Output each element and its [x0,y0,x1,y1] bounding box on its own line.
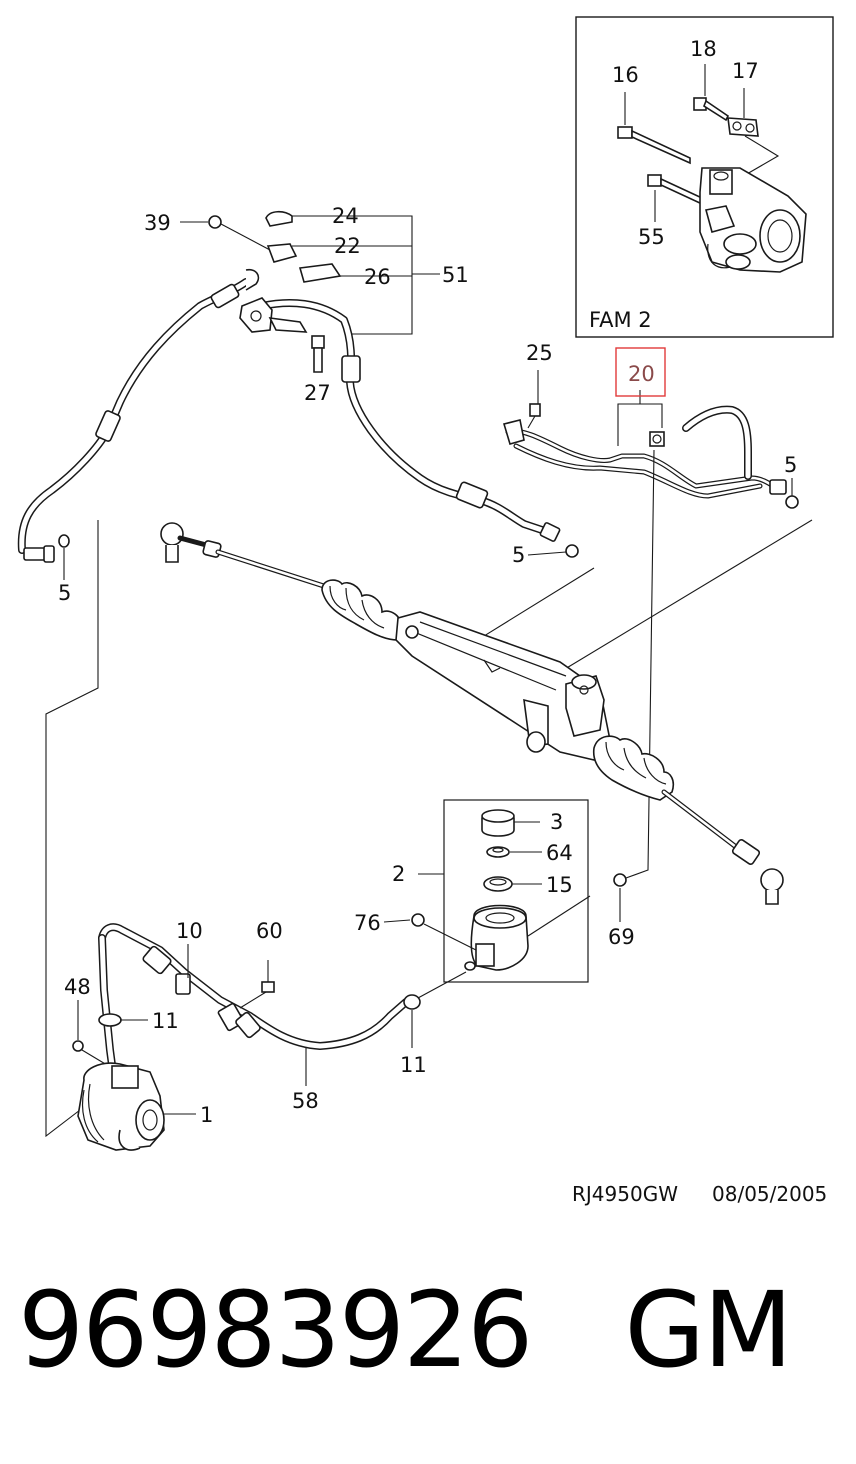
reference-date: 08/05/2005 [712,1182,827,1206]
callout-16: 16 [612,63,639,87]
inset-fam2: FAM 2 [575,16,834,338]
reservoir-group [411,799,627,999]
callout-39: 39 [144,211,171,235]
bracket-17 [727,88,780,179]
clip-group [180,210,440,373]
callout-5-left: 5 [58,581,71,605]
part-number: 96983926 [18,1269,533,1391]
callout-15: 15 [546,873,573,897]
callout-26: 26 [364,265,391,289]
highlight-box-20 [615,347,666,397]
callout-11-right: 11 [400,1053,427,1077]
bolt-18 [693,64,730,122]
inset-label: FAM 2 [589,308,652,332]
part-brand: GM [624,1269,793,1391]
bolt-16 [617,92,691,165]
callout-60: 60 [256,919,283,943]
callout-5-right: 5 [784,453,797,477]
callout-64: 64 [546,841,573,865]
callout-11-left: 11 [152,1009,179,1033]
callout-3: 3 [550,810,563,834]
callout-24: 24 [332,204,359,228]
callout-17: 17 [732,59,759,83]
callout-1: 1 [200,1103,213,1127]
steering-rack [160,522,784,905]
inset-pump [699,167,807,273]
callout-18: 18 [690,37,717,61]
power-steering-pump [77,1062,196,1151]
callout-labels: 16 18 17 55 24 39 22 26 51 27 25 20 5 5 … [58,37,797,1127]
reference-stamp: RJ4950GW 08/05/2005 [572,1182,827,1206]
callout-76: 76 [354,911,381,935]
suction-hose [72,923,421,1114]
part-number-banner: 96983926 GM [18,1278,793,1382]
callout-58: 58 [292,1089,319,1113]
callout-2: 2 [392,862,405,886]
callout-69: 69 [608,925,635,949]
callout-25: 25 [526,341,553,365]
reference-code: RJ4950GW [572,1182,678,1206]
callout-27: 27 [304,381,331,405]
pressure-hose-assembly [17,268,579,563]
callout-5-middle: 5 [512,543,525,567]
callout-48: 48 [64,975,91,999]
callout-10: 10 [176,919,203,943]
callout-20: 20 [628,362,655,386]
pipe-part-20 [45,347,813,1138]
callout-51: 51 [442,263,469,287]
callout-22: 22 [334,234,361,258]
callout-55: 55 [638,225,665,249]
